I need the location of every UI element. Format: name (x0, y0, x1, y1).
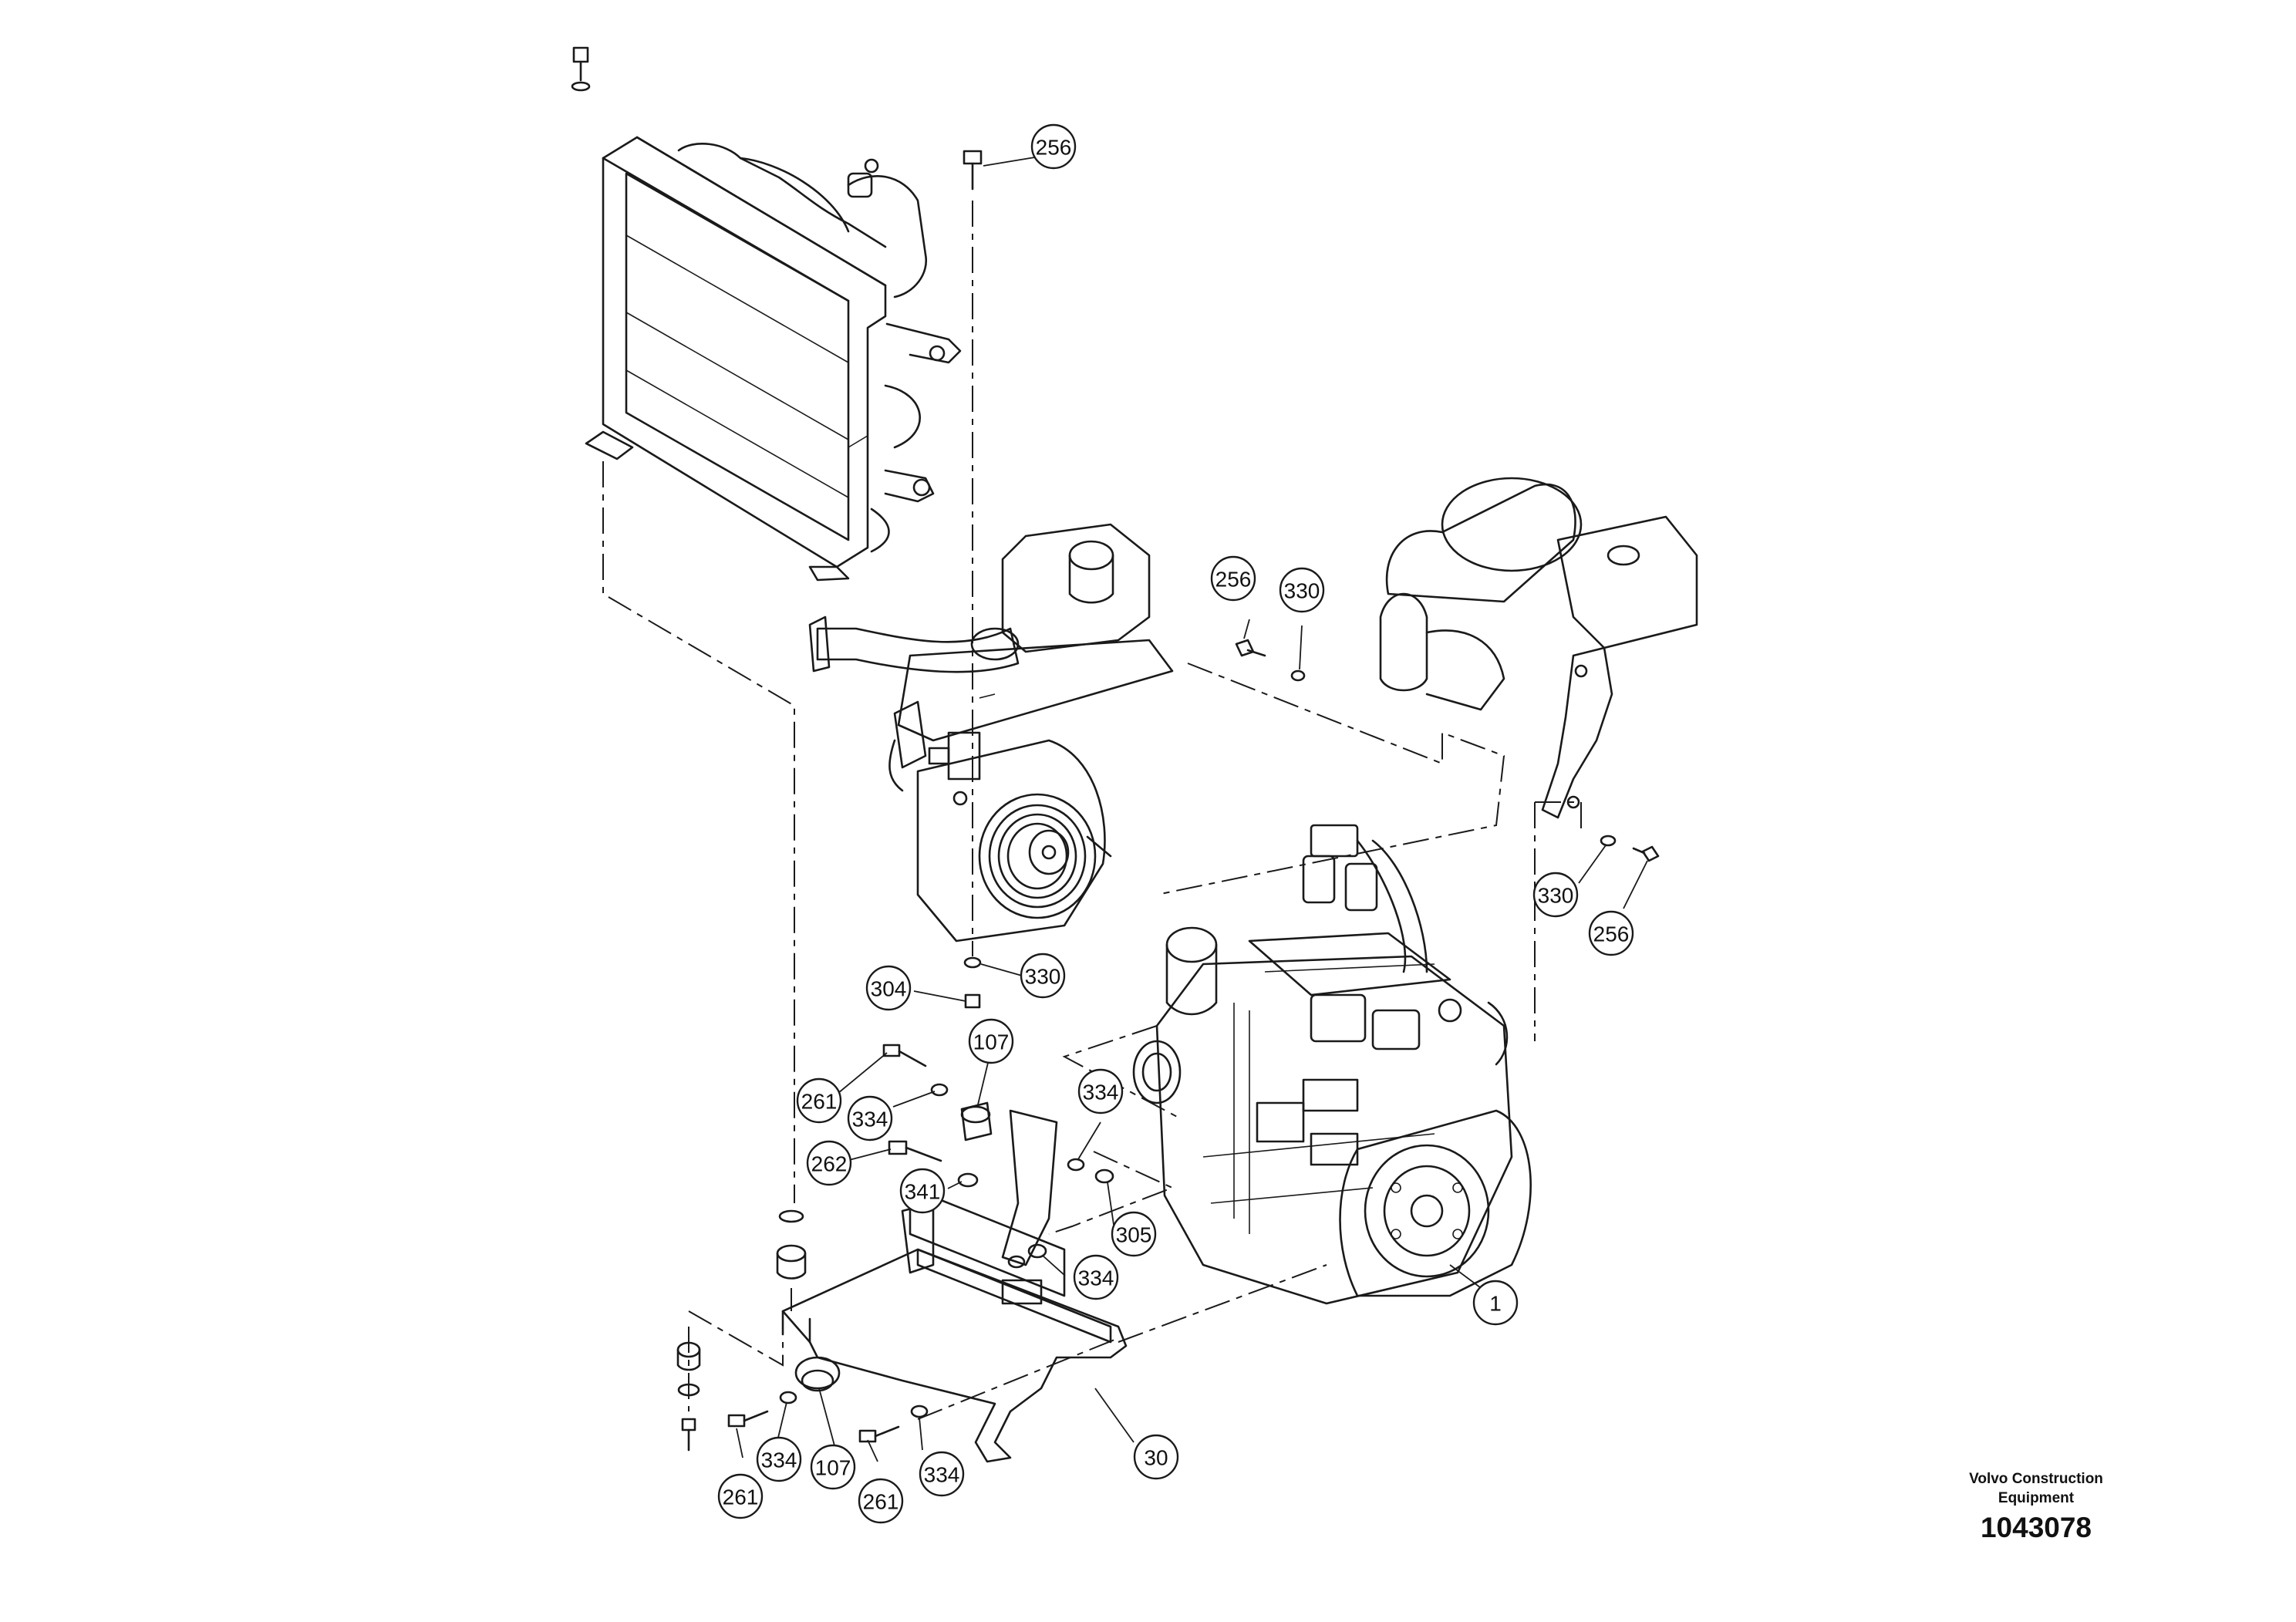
radiator-assembly (571, 46, 962, 582)
callout-number: 107 (815, 1456, 851, 1480)
callout-bubble: 304 (865, 965, 912, 1011)
callout-number: 261 (801, 1090, 838, 1114)
callout-bubble: 334 (847, 1095, 893, 1141)
document-number: 1043078 (1980, 1512, 2092, 1543)
callout-bubble: 256 (1588, 910, 1634, 956)
callout-bubble: 261 (717, 1473, 764, 1519)
engine-mount-bracket (676, 1044, 1128, 1463)
callout-bubble: 334 (1073, 1254, 1119, 1300)
callout-number: 256 (1036, 136, 1072, 160)
callout-number: 256 (1215, 568, 1252, 592)
callout-bubble: 261 (796, 1077, 842, 1124)
callout-number: 107 (973, 1030, 1010, 1054)
callout-number: 305 (1116, 1223, 1152, 1247)
callout-bubble: 334 (1077, 1068, 1124, 1114)
callout-bubble: 262 (806, 1140, 852, 1186)
callout-number: 330 (1025, 965, 1061, 989)
callout-bubble: 330 (1279, 567, 1325, 613)
callout-number: 256 (1593, 922, 1630, 946)
air-cleaner-assembly (1235, 477, 1698, 862)
callout-bubble: 107 (810, 1444, 856, 1490)
callout-bubble: 334 (919, 1451, 965, 1497)
callout-leaders (736, 153, 1648, 1462)
callout-bubble: 334 (756, 1436, 802, 1482)
callout-number: 341 (905, 1180, 941, 1204)
callout-number: 30 (1144, 1446, 1168, 1470)
callout-number: 334 (924, 1463, 960, 1487)
callout-number: 334 (761, 1448, 797, 1472)
callout-bubble: 341 (899, 1168, 946, 1214)
callout-bubble: 256 (1030, 123, 1077, 170)
callout-number: 262 (811, 1152, 848, 1176)
callout-number: 334 (1078, 1266, 1114, 1290)
callout-number: 334 (1083, 1081, 1119, 1104)
callout-number: 304 (871, 977, 907, 1001)
callout-bubble: 107 (968, 1018, 1014, 1064)
manufacturer-line-1: Volvo Construction (1969, 1471, 2103, 1487)
callout-bubble: 1 (1472, 1280, 1519, 1326)
callout-bubble: 256 (1210, 555, 1256, 602)
callout-number: 261 (723, 1485, 759, 1509)
callout-bubble: 330 (1020, 953, 1066, 999)
assembly-lines (602, 201, 1582, 1420)
callout-number: 261 (863, 1490, 899, 1514)
manufacturer-line-2: Equipment (1998, 1490, 2075, 1506)
engine-block (1132, 824, 1532, 1305)
engine-front-pulley-assembly (808, 150, 1174, 1009)
callout-bubble: 261 (858, 1478, 904, 1524)
callout-bubble: 330 (1532, 872, 1579, 918)
callout-number: 330 (1538, 884, 1574, 908)
callout-number: 1 (1489, 1292, 1502, 1316)
callout-number: 334 (852, 1108, 888, 1131)
callout-number: 330 (1284, 579, 1320, 603)
manufacturer-label: Volvo Construction Equipment (1882, 1469, 2190, 1508)
callout-bubble: 305 (1111, 1211, 1157, 1257)
callout-bubble: 30 (1133, 1434, 1179, 1480)
